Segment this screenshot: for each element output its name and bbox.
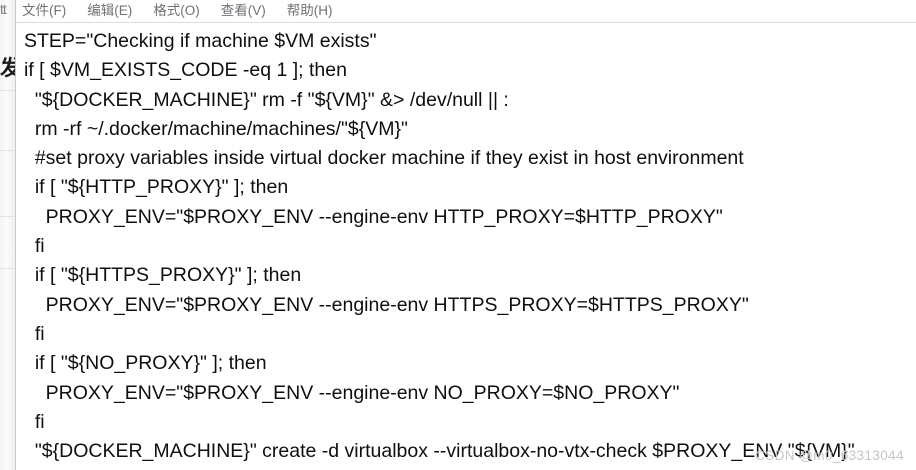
background-divider	[0, 268, 15, 269]
code-line: STEP="Checking if machine $VM exists"	[24, 30, 377, 52]
code-line: if [ $VM_EXISTS_CODE -eq 1 ]; then	[24, 59, 347, 82]
code-line: "${DOCKER_MACHINE}" rm -f "${VM}" &> /de…	[24, 88, 509, 111]
background-page-strip: tt 发	[0, 0, 15, 470]
code-line: if [ "${NO_PROXY}" ]; then	[24, 352, 267, 375]
menu-item-format[interactable]: 格式(O)	[153, 3, 200, 18]
code-line: fi	[24, 235, 45, 258]
menu-item-file[interactable]: 文件(F)	[22, 3, 67, 18]
background-text-fragment-top: tt	[0, 1, 7, 17]
code-line: "${DOCKER_MACHINE}" create -d virtualbox…	[24, 440, 855, 463]
code-line: PROXY_ENV="$PROXY_ENV --engine-env HTTPS…	[24, 293, 749, 316]
background-divider	[0, 150, 15, 151]
code-content: STEP="Checking if machine $VM exists" if …	[24, 27, 916, 470]
background-text-fragment-side: 发	[0, 57, 15, 80]
menu-item-help[interactable]: 帮助(H)	[286, 3, 333, 18]
menu-item-view[interactable]: 查看(V)	[220, 3, 266, 18]
code-line: if [ "${HTTP_PROXY}" ]; then	[24, 176, 289, 199]
code-line: if [ "${HTTPS_PROXY}" ]; then	[24, 264, 302, 287]
background-divider	[0, 216, 15, 217]
text-editor-area[interactable]: STEP="Checking if machine $VM exists" if …	[16, 23, 916, 470]
code-line: #set proxy variables inside virtual dock…	[24, 147, 744, 170]
code-line: rm -rf ~/.docker/machine/machines/"${VM}…	[24, 117, 408, 140]
code-line: fi	[24, 410, 45, 433]
code-line: fi	[24, 322, 45, 345]
menu-item-edit[interactable]: 编辑(E)	[87, 3, 133, 18]
menu-bar: 文件(F) 编辑(E) 格式(O) 查看(V) 帮助(H)	[16, 0, 916, 22]
notepad-window: 文件(F) 编辑(E) 格式(O) 查看(V) 帮助(H) STEP="Checking…	[15, 0, 916, 470]
code-line: PROXY_ENV="$PROXY_ENV --engine-env HTTP_…	[24, 205, 723, 228]
code-line: PROXY_ENV="$PROXY_ENV --engine-env NO_PR…	[24, 381, 680, 404]
csdn-watermark: CSDN @m0_63313044	[755, 448, 904, 463]
background-divider	[0, 90, 15, 91]
code-line: fi	[24, 466, 916, 470]
menu-bar-separator	[16, 22, 916, 23]
